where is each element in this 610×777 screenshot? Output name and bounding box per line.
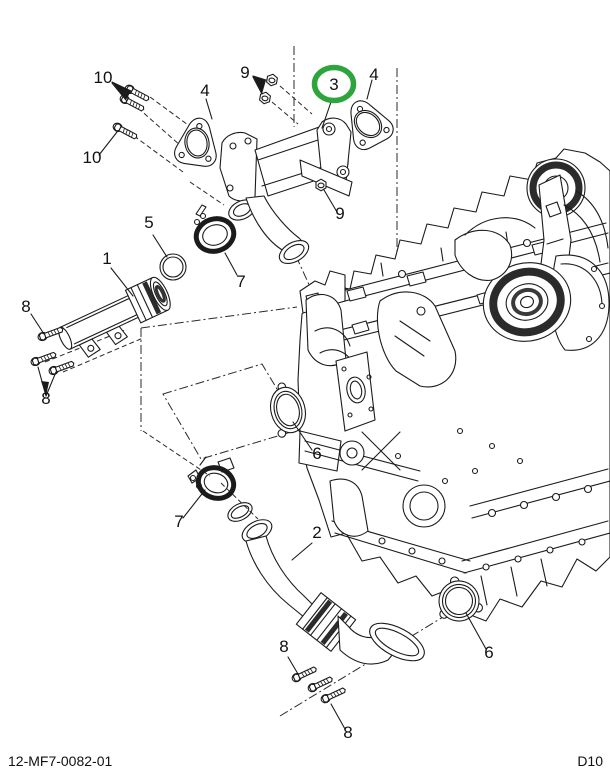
callout-9-upper: 9	[240, 63, 249, 82]
seal-ring-5	[159, 253, 187, 281]
callout-9-lower: 9	[335, 204, 344, 223]
highlight-circle	[311, 64, 357, 104]
callout-2: 2	[312, 523, 321, 542]
callout-4-left: 4	[200, 81, 209, 100]
seal-ring-lower	[227, 502, 253, 522]
bolt-10-c	[111, 121, 140, 142]
leader-lines	[30, 75, 487, 730]
callout-7-upper: 7	[236, 272, 245, 291]
callout-7-lower: 7	[174, 512, 183, 531]
callout-8-left: 8	[21, 297, 30, 316]
callout-8-bottom-a: 8	[279, 637, 288, 656]
assembly-axis-lines	[44, 46, 589, 717]
callout-5: 5	[144, 213, 153, 232]
nut-9-a	[265, 72, 279, 88]
bolt-8-bottom-c	[319, 685, 348, 705]
bolt-8-pair-b	[47, 358, 76, 377]
doc-number: 12-MF7-0082-01	[8, 753, 112, 769]
gasket-upper-left	[172, 114, 222, 169]
engine-illustration	[297, 148, 610, 622]
bolt-8-bottom-b	[306, 674, 335, 694]
clamp-lower-7	[187, 456, 237, 501]
inlet-pipe-part1	[58, 276, 171, 358]
callout-8-pair: 8	[41, 389, 50, 408]
callout-3-highlighted: 3	[329, 75, 338, 94]
down-pipe-part2	[241, 519, 425, 665]
nut-9-c	[315, 178, 327, 192]
callout-6-middle: 6	[312, 444, 321, 463]
callout-10-upper: 10	[94, 68, 113, 87]
callout-4-right: 4	[369, 65, 378, 84]
callout-1: 1	[102, 249, 111, 268]
clamp-upper-7	[193, 204, 237, 254]
callout-8-bottom-b: 8	[343, 723, 352, 742]
gasket-bottom	[438, 576, 483, 622]
callout-10-lower: 10	[83, 148, 102, 167]
callout-6-bottom: 6	[484, 643, 493, 662]
gasket-middle	[269, 382, 307, 438]
elbow-pipe-part3	[219, 117, 353, 265]
callout-labels: 10 10 4 9 3 4 9 5 1 7 8 8 6 7 2 8 8 6	[21, 63, 493, 742]
nut-9-b	[258, 90, 272, 106]
grid-ref: D10	[577, 753, 603, 769]
